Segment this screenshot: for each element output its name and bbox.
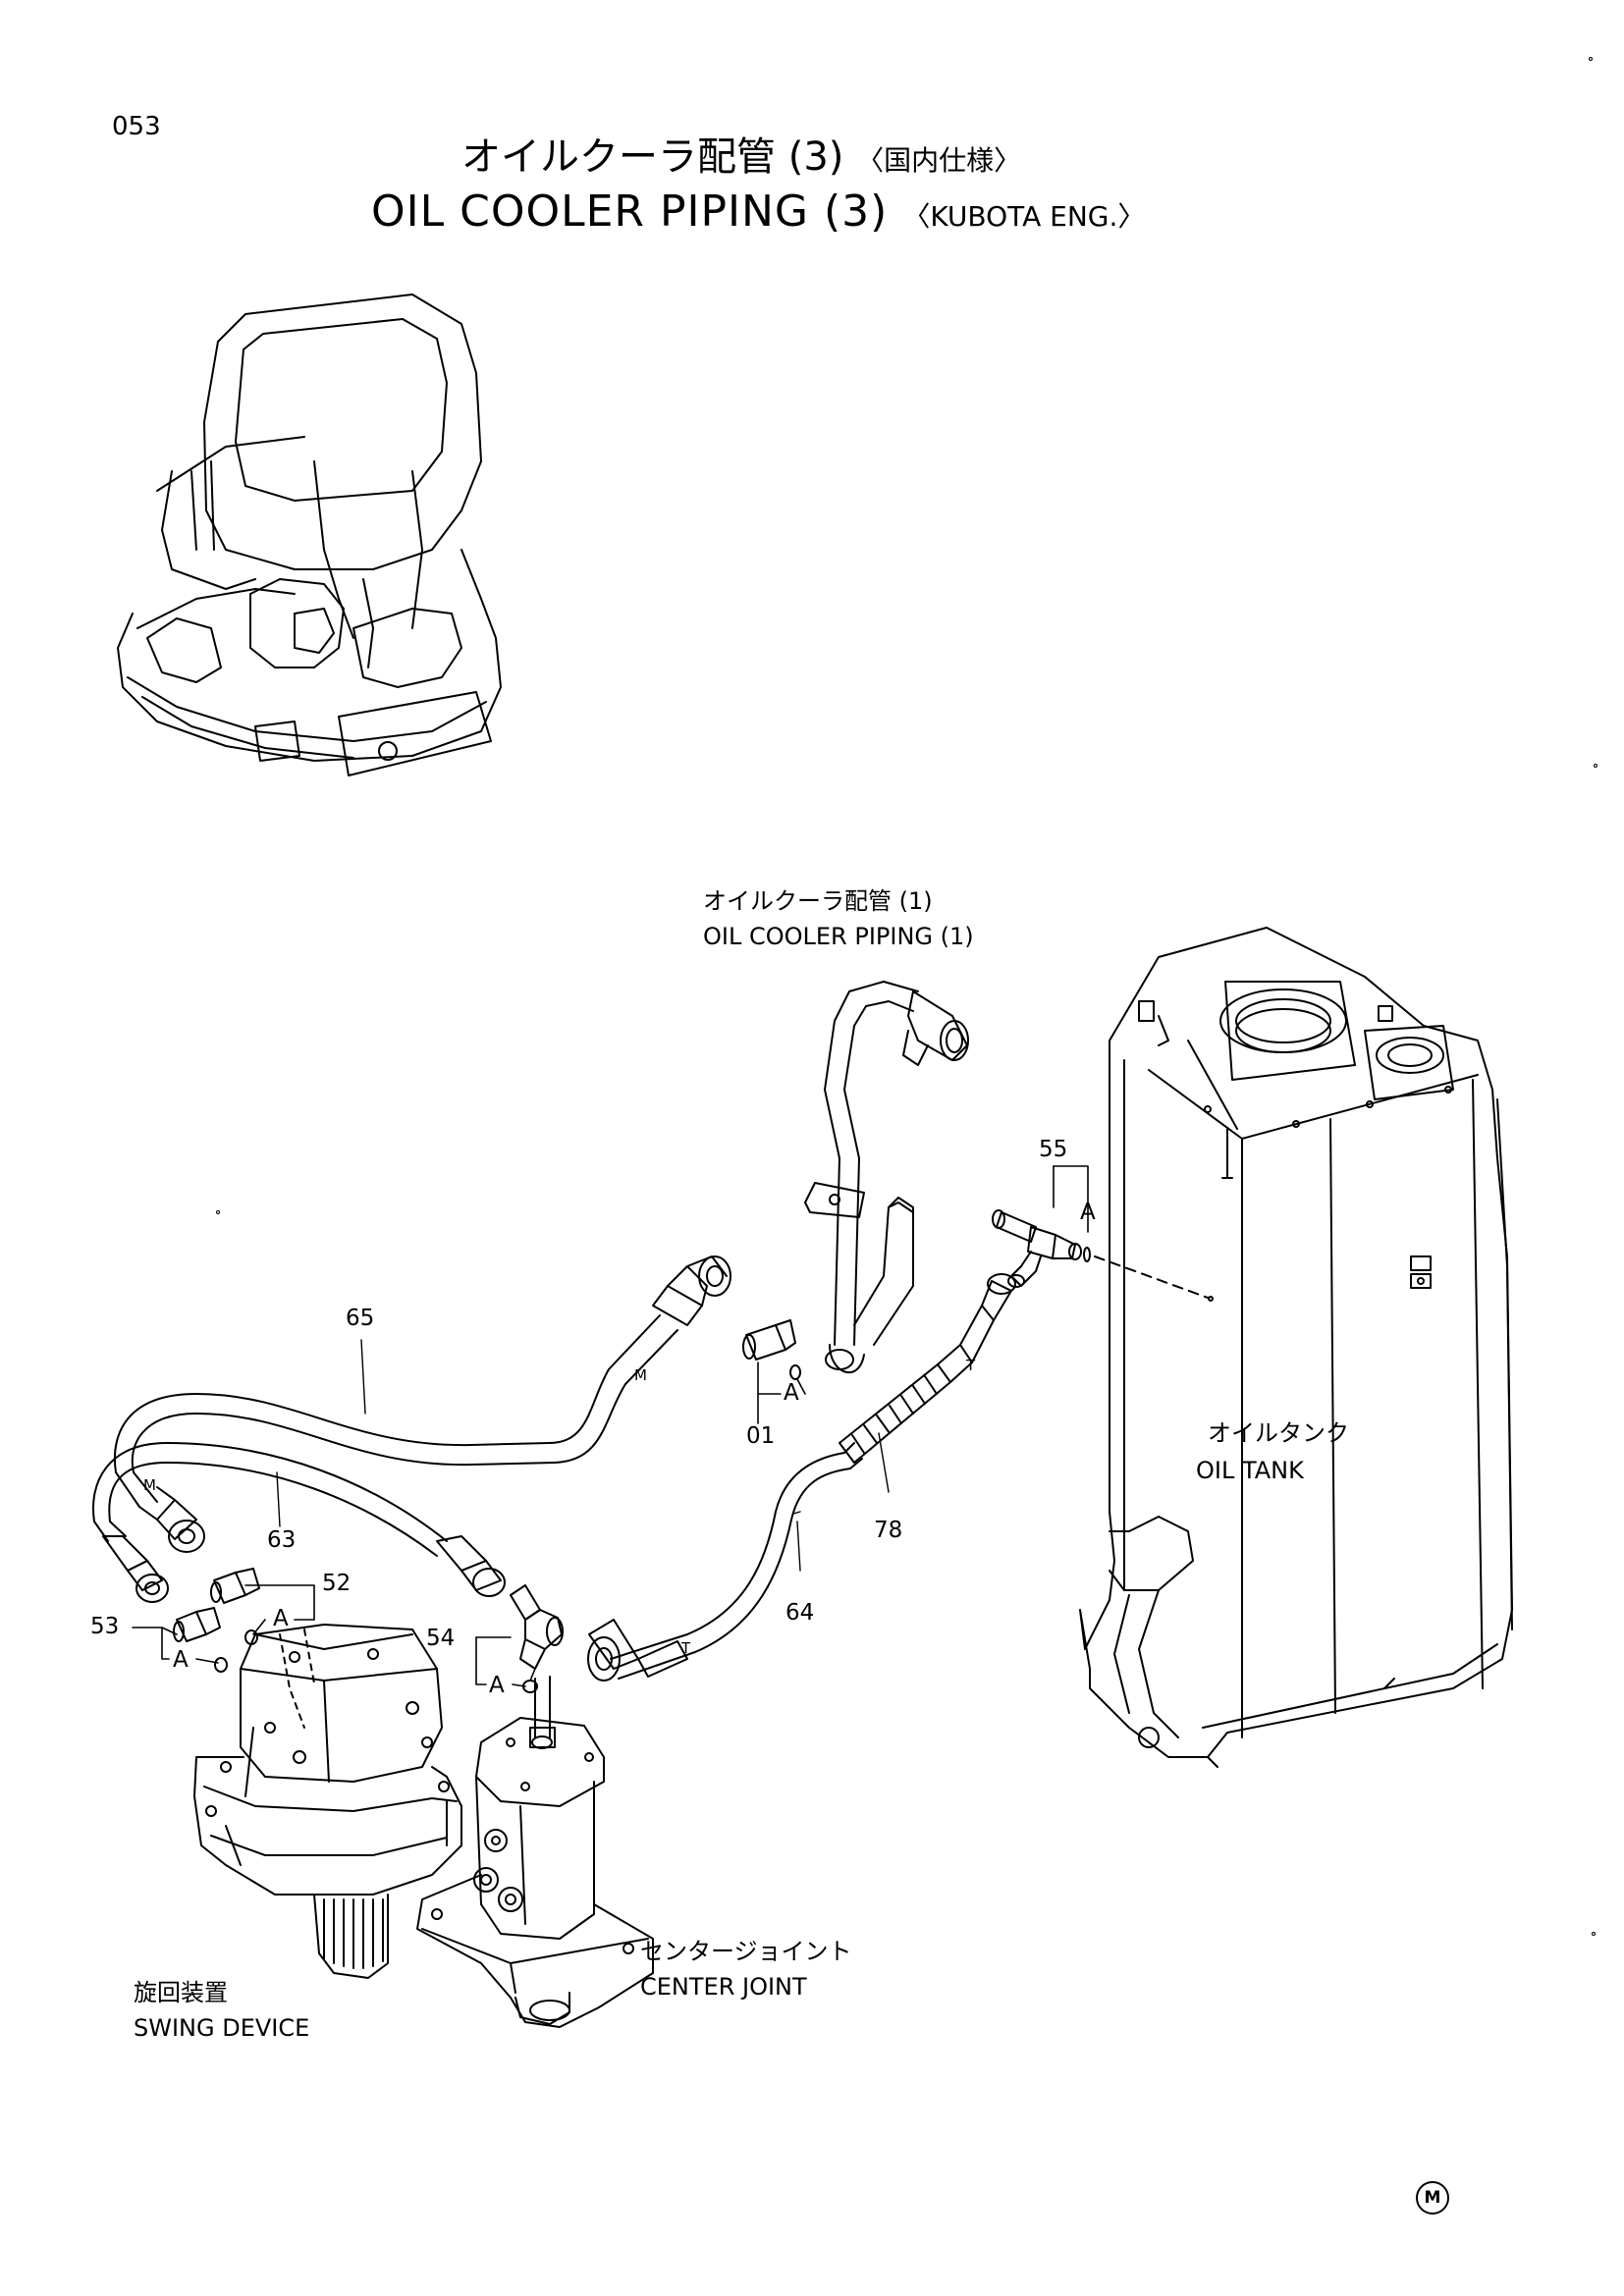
hose-63 bbox=[93, 1443, 505, 1602]
scan-specks bbox=[217, 58, 1597, 1936]
callout-63: 63 bbox=[267, 1527, 297, 1553]
hose-78-t-mark: T bbox=[966, 1357, 976, 1374]
hose-63-m-mark: M bbox=[143, 1476, 156, 1494]
callout-65: 65 bbox=[346, 1306, 375, 1331]
detail-a-mark-fitting-54: A bbox=[489, 1673, 505, 1698]
detail-a-mark-tee: A bbox=[1080, 1200, 1096, 1225]
detail-a-leaders bbox=[133, 1166, 1088, 1686]
callout-53: 53 bbox=[90, 1614, 120, 1639]
title-japanese-variant: 〈国内仕様〉 bbox=[856, 144, 1022, 177]
swing-device-illustration bbox=[194, 1625, 461, 1978]
detail-a-mark-fitting-52: A bbox=[273, 1606, 289, 1631]
oil-cooler-piping-1-label-jp: オイルクーラ配管 (1) bbox=[703, 887, 933, 915]
oil-tank-label-jp: オイルタンク bbox=[1208, 1419, 1349, 1447]
callout-78: 78 bbox=[874, 1518, 903, 1543]
detail-a-mark-fitting-53: A bbox=[173, 1647, 189, 1673]
title-english-text: OIL COOLER PIPING (3) bbox=[371, 187, 889, 237]
tee-fitting-55 bbox=[993, 1210, 1090, 1287]
oil-cooler-piping-1-label-en: OIL COOLER PIPING (1) bbox=[703, 923, 974, 950]
title-japanese: オイルクーラ配管 (3) 〈国内仕様〉 bbox=[461, 137, 1021, 177]
title-english-variant: 〈KUBOTA ENG.〉 bbox=[902, 200, 1146, 233]
swing-device-label-en: SWING DEVICE bbox=[134, 2014, 310, 2042]
swing-device-label-jp: 旋回装置 bbox=[134, 1979, 228, 2006]
excavator-overview-illustration bbox=[118, 294, 501, 775]
center-joint-label-jp: センタージョイント bbox=[640, 1938, 852, 1965]
callout-01: 01 bbox=[746, 1423, 776, 1449]
tank-port bbox=[1209, 1297, 1213, 1301]
tee-to-tank-dashed bbox=[1095, 1256, 1208, 1298]
callout-52: 52 bbox=[322, 1571, 352, 1596]
oil-tank-illustration bbox=[1080, 928, 1512, 1767]
oil-tank-label-en: OIL TANK bbox=[1196, 1457, 1304, 1484]
fitting-53 bbox=[174, 1608, 227, 1672]
oil-cooler-piping-1-illustration bbox=[805, 982, 968, 1372]
detail-a-mark-fitting-01: A bbox=[784, 1380, 799, 1406]
hose-protector-78 bbox=[839, 1274, 1015, 1463]
m-stamp-icon: M bbox=[1416, 2181, 1449, 2215]
callout-leaders bbox=[277, 1340, 889, 1571]
page-number: 053 bbox=[112, 112, 161, 141]
center-joint-illustration bbox=[417, 1677, 653, 2027]
title-japanese-text: オイルクーラ配管 (3) bbox=[461, 134, 844, 180]
hose-64-t-mark: T bbox=[681, 1639, 691, 1657]
hose-65-m-mark: M bbox=[634, 1366, 647, 1384]
fitting-52 bbox=[211, 1569, 259, 1644]
callout-55: 55 bbox=[1039, 1137, 1068, 1162]
callout-54: 54 bbox=[426, 1626, 456, 1651]
center-joint-label-en: CENTER JOINT bbox=[640, 1973, 807, 2001]
hose-65 bbox=[115, 1256, 731, 1552]
title-english: OIL COOLER PIPING (3) 〈KUBOTA ENG.〉 bbox=[371, 190, 1145, 234]
elbow-fitting-54 bbox=[511, 1585, 563, 1692]
hose-64 bbox=[588, 1443, 862, 1681]
callout-64: 64 bbox=[785, 1600, 815, 1626]
fitting-01 bbox=[743, 1320, 800, 1379]
